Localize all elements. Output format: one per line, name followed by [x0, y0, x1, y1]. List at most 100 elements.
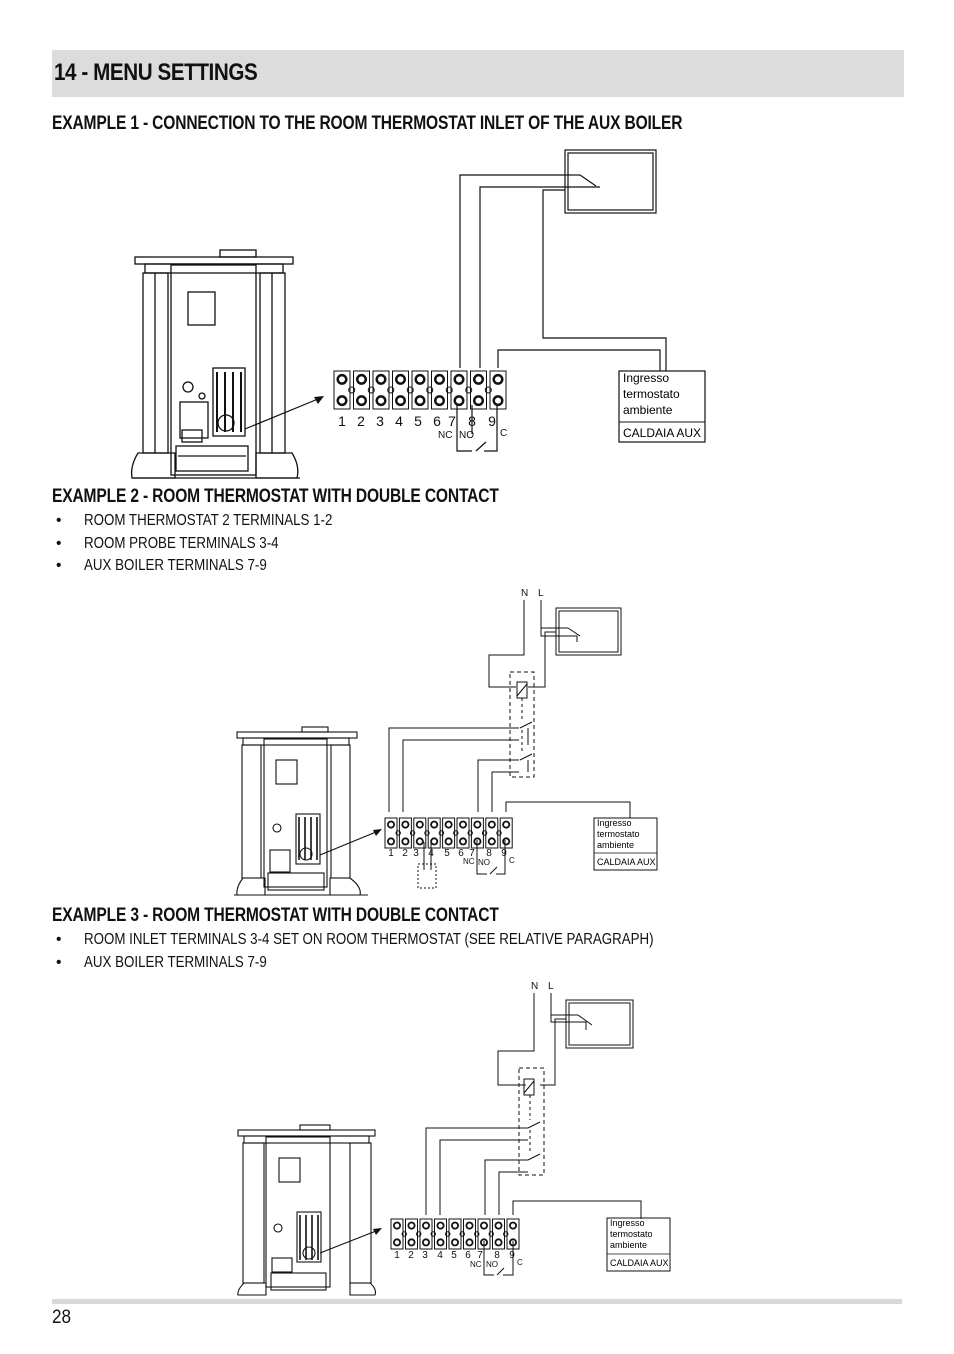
list-item: •ROOM PROBE TERMINALS 3-4: [56, 534, 279, 552]
nc-label-1: NC: [438, 430, 452, 441]
relay-contact-2: [476, 840, 506, 875]
terminal-numbers-3: 1 2 3 4 5 6 7 8 9: [394, 1250, 515, 1261]
svg-text:6: 6: [465, 1250, 471, 1261]
wires-2: [388, 600, 631, 818]
svg-text:2: 2: [408, 1250, 414, 1261]
example1-wiring-diagram: 1 2 3 4 5 6 7 8 9 NC NO C Ingresso: [130, 149, 706, 479]
n-label-3: N: [531, 981, 538, 992]
room-thermostat-1: [564, 149, 657, 214]
terminal-cell: [485, 817, 502, 849]
no-label-1: NO: [459, 430, 474, 441]
svg-text:termostato: termostato: [610, 1229, 653, 1239]
svg-text:1: 1: [394, 1250, 400, 1261]
svg-text:CALDAIA AUX: CALDAIA AUX: [610, 1258, 669, 1268]
terminal-cell: [333, 370, 356, 410]
terminal-7: 7: [448, 413, 456, 429]
boiler-label-line2: termostato: [623, 387, 680, 401]
l-label-3: L: [548, 981, 554, 992]
terminal-cell: [411, 370, 434, 410]
svg-text:1: 1: [388, 848, 394, 859]
example1-heading: EXAMPLE 1 - CONNECTION TO THE ROOM THERM…: [52, 113, 683, 134]
svg-text:termostato: termostato: [597, 829, 640, 839]
terminal-block-2: [384, 817, 513, 849]
stove-3-vents: [299, 1215, 319, 1260]
arrow-1: [244, 396, 324, 430]
terminal-cell: [492, 1218, 509, 1250]
svg-text:ambiente: ambiente: [597, 840, 634, 850]
terminal-cell: [499, 817, 513, 849]
terminal-cell: [372, 370, 395, 410]
svg-text:CALDAIA AUX: CALDAIA AUX: [597, 857, 656, 867]
room-thermostat-3: [565, 999, 634, 1049]
terminal-cell: [392, 370, 414, 410]
terminal-block-3: [390, 1218, 520, 1250]
svg-text:8: 8: [486, 848, 492, 859]
example2-wiring-diagram: N L 1 2 3 4 5 6 7 8 9: [234, 588, 658, 896]
terminal-cell: [427, 817, 445, 849]
terminal-cell: [489, 370, 507, 410]
svg-text:C: C: [509, 856, 515, 865]
list-item: •ROOM INLET TERMINALS 3-4 SET ON ROOM TH…: [56, 931, 654, 948]
page-number: 28: [52, 1307, 72, 1328]
svg-text:7: 7: [477, 1250, 483, 1261]
svg-text:2: 2: [402, 848, 408, 859]
boiler-label-line1: Ingresso: [623, 371, 669, 385]
c-label-1: C: [500, 428, 507, 439]
footer-divider: [52, 1299, 902, 1304]
terminal-cell: [353, 370, 375, 410]
boiler-caption: CALDAIA AUX: [623, 426, 701, 440]
example3-heading: EXAMPLE 3 - ROOM THERMOSTAT WITH DOUBLE …: [52, 905, 499, 926]
terminal-cell: [442, 817, 459, 849]
example2-bullet-list: •ROOM THERMOSTAT 2 TERMINALS 1-2 •ROOM P…: [56, 510, 373, 578]
terminal-2: 2: [357, 413, 365, 429]
svg-text:4: 4: [437, 1250, 443, 1261]
terminal-cell: [470, 370, 492, 410]
terminal-cell: [390, 1218, 407, 1250]
stove-2-vents: [298, 817, 318, 860]
terminal-cell: [413, 817, 430, 849]
terminal-6: 6: [433, 413, 441, 429]
room-thermostat-2: [555, 607, 622, 656]
double-contact-relay-3: [518, 1067, 545, 1176]
svg-text:9: 9: [509, 1250, 515, 1261]
section-title: 14 - MENU SETTINGS: [54, 59, 258, 86]
terminal-cell: [477, 1218, 494, 1250]
terminal-4: 4: [395, 413, 403, 429]
section-title-bar: 14 - MENU SETTINGS: [52, 50, 904, 97]
example3-wiring-diagram: N L 1 2 3 4 5 6 7 8 9 N: [237, 981, 671, 1296]
terminal-cell: [448, 1218, 465, 1250]
stove-illustration-1: [130, 249, 300, 479]
aux-boiler-box-2: Ingresso termostato ambiente CALDAIA AUX: [593, 817, 658, 871]
terminal-cell: [431, 370, 453, 410]
terminal-3: 3: [376, 413, 384, 429]
arrow-3: [319, 1228, 382, 1254]
svg-text:NO: NO: [486, 1260, 498, 1269]
wires-1: [459, 174, 667, 371]
svg-text:NO: NO: [478, 858, 490, 867]
terminal-cell: [450, 370, 473, 410]
terminal-cell: [456, 817, 473, 849]
list-item: •AUX BOILER TERMINALS 7-9: [56, 557, 267, 574]
svg-text:9: 9: [501, 848, 507, 859]
n-label-2: N: [521, 588, 528, 599]
svg-text:3: 3: [422, 1250, 428, 1261]
terminal-block-1: [333, 370, 507, 410]
svg-text:5: 5: [444, 848, 450, 859]
svg-text:6: 6: [458, 848, 464, 859]
list-item: •ROOM THERMOSTAT 2 TERMINALS 1-2: [56, 512, 333, 529]
example2-heading: EXAMPLE 2 - ROOM THERMOSTAT WITH DOUBLE …: [52, 486, 499, 507]
wires-3: [425, 993, 642, 1219]
double-contact-relay-2: [509, 671, 535, 778]
svg-text:5: 5: [451, 1250, 457, 1261]
svg-text:8: 8: [494, 1250, 500, 1261]
svg-text:ambiente: ambiente: [610, 1240, 647, 1250]
terminal-cell: [470, 817, 488, 849]
relay-contact-3: [483, 1241, 514, 1276]
svg-text:Ingresso: Ingresso: [610, 1218, 645, 1228]
example3-bullet-list: •ROOM INLET TERMINALS 3-4 SET ON ROOM TH…: [56, 929, 746, 974]
stove-illustration-2: [234, 726, 368, 896]
terminal-cell: [419, 1218, 436, 1250]
svg-text:NC: NC: [463, 857, 475, 866]
terminal-5: 5: [414, 413, 422, 429]
list-item: •AUX BOILER TERMINALS 7-9: [56, 953, 267, 971]
